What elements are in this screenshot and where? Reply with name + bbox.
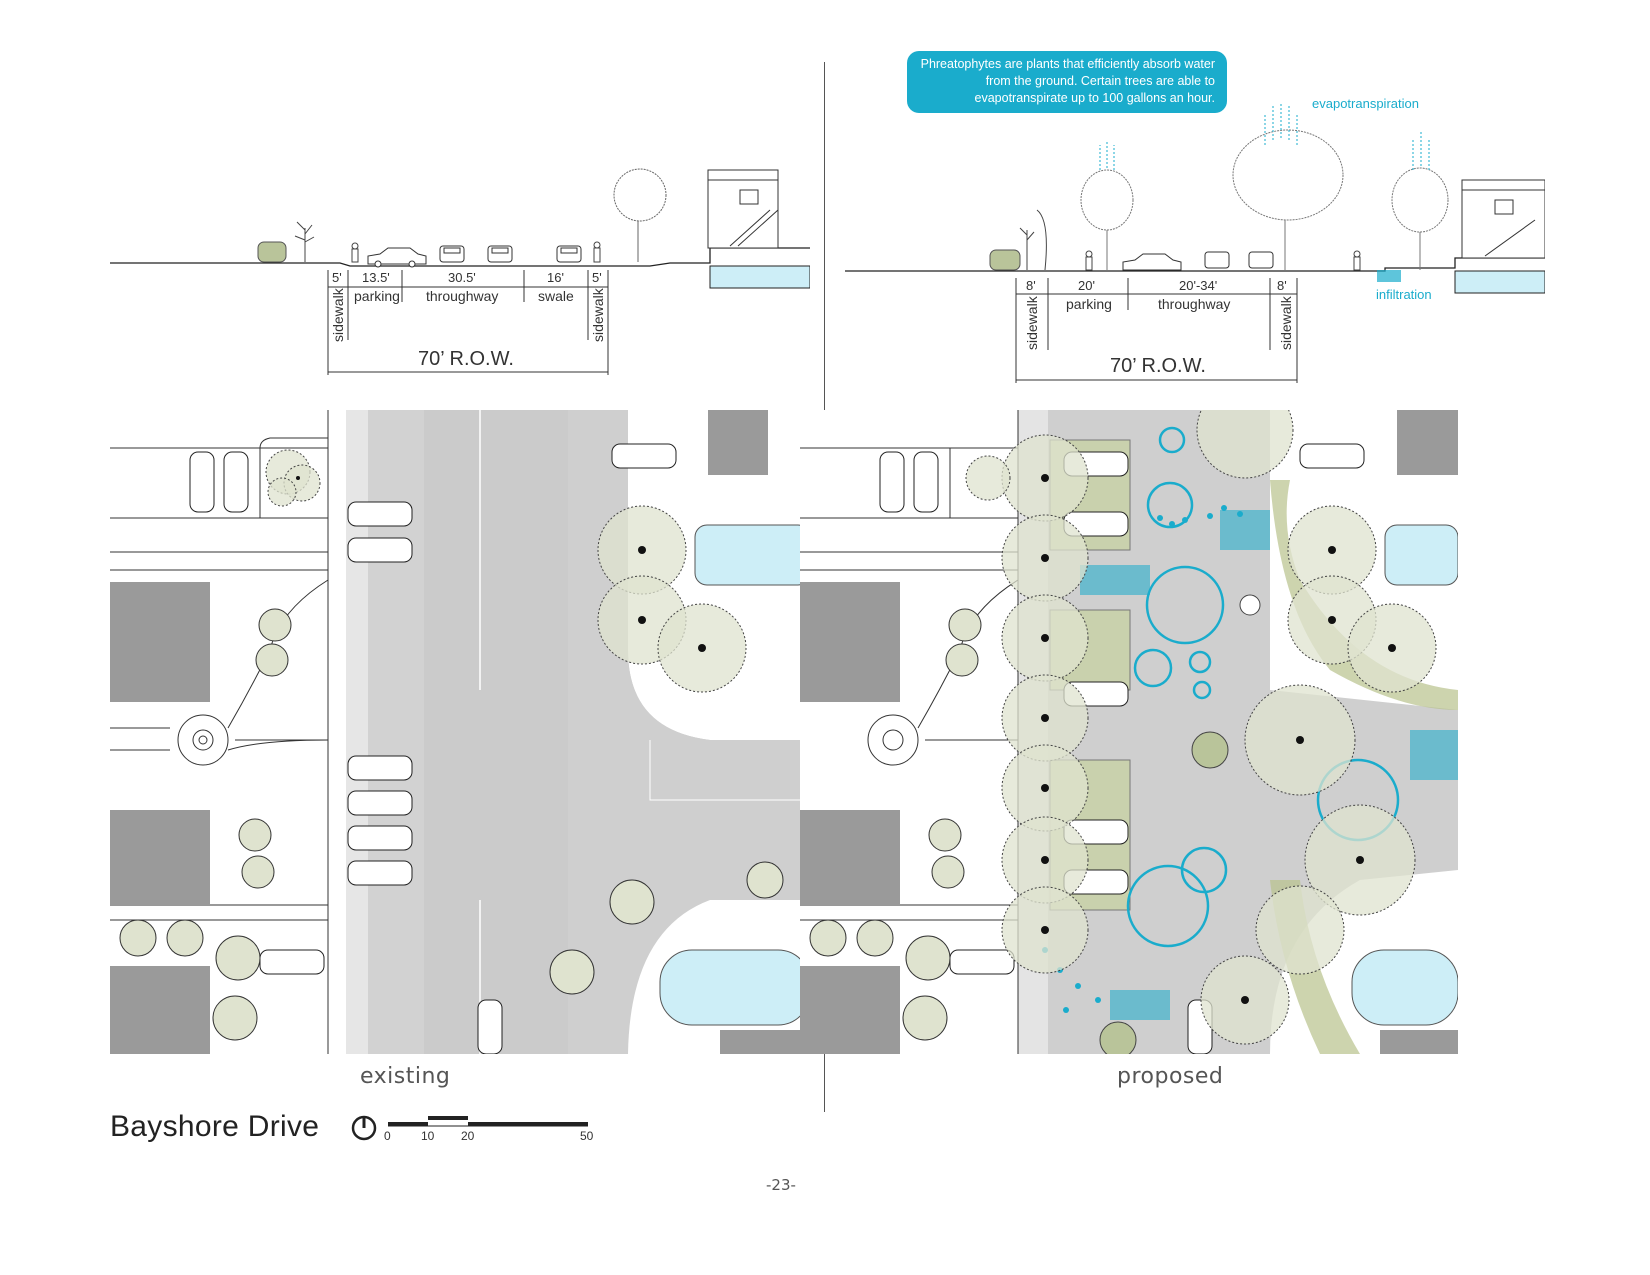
building <box>708 410 768 475</box>
pedestrian-icon <box>1085 250 1093 271</box>
seg-name: throughway <box>1158 296 1230 312</box>
palm-icons <box>809 608 982 1041</box>
house-icon <box>707 169 779 249</box>
proposed-section: 8' 20' 20'-34' 8' sidewalk parking throu… <box>845 102 1545 383</box>
scale-tick: 20 <box>461 1129 475 1143</box>
pool <box>659 949 810 1026</box>
seg-width: 13.5' <box>362 270 390 285</box>
row-label: 70’ R.O.W. <box>418 348 514 370</box>
small-tree-icons <box>1099 594 1261 1054</box>
pool <box>1351 949 1458 1026</box>
small-tree-icon <box>1019 209 1047 271</box>
car-icon <box>439 245 582 263</box>
building <box>110 966 210 1054</box>
seg-width: 5' <box>332 270 342 285</box>
evapotranspiration-label: evapotranspiration <box>1312 96 1419 111</box>
pool <box>694 524 810 586</box>
evapotranspiration-arrows <box>1099 102 1430 170</box>
page-number: -23- <box>766 1176 796 1194</box>
building <box>1380 1030 1458 1054</box>
seg-name: sidewalk <box>1278 295 1294 350</box>
building <box>1397 410 1458 475</box>
car-icon <box>1122 251 1274 271</box>
scale-tick: 50 <box>580 1129 594 1143</box>
building <box>800 810 900 905</box>
shrub-icon <box>257 241 287 263</box>
existing-plan <box>110 410 810 1054</box>
tree-icon <box>1232 129 1449 270</box>
small-tree-icon <box>294 221 315 262</box>
house-icon <box>1461 179 1545 259</box>
water-circles <box>1126 426 1400 948</box>
tree-icon <box>1080 169 1134 270</box>
infiltration-label: infiltration <box>1376 287 1432 302</box>
proposed-plan <box>800 410 1458 1054</box>
seg-name: throughway <box>426 288 498 304</box>
pedestrian-icon <box>593 241 601 263</box>
building <box>800 582 900 702</box>
seg-width: 20'-34' <box>1179 278 1217 293</box>
shrub-icon <box>989 249 1021 271</box>
seg-width: 20' <box>1078 278 1095 293</box>
seg-name: swale <box>538 288 574 304</box>
pedestrian-icon <box>1353 250 1361 271</box>
parked-cars <box>189 443 677 1054</box>
infiltration-icon <box>1377 270 1401 282</box>
palm-icons <box>119 608 784 1041</box>
existing-section: 5' 13.5' 30.5' 16' 5' sidewalk parking t… <box>110 168 810 375</box>
row-label: 70’ R.O.W. <box>1110 355 1206 377</box>
scale-bar: 0 10 20 50 <box>351 1115 594 1143</box>
seg-width: 16' <box>547 270 564 285</box>
seg-width: 8' <box>1026 278 1036 293</box>
north-arrow-icon <box>351 1115 377 1141</box>
existing-label: existing <box>360 1064 451 1089</box>
seg-name: parking <box>354 288 400 304</box>
scale-tick: 10 <box>421 1129 435 1143</box>
seg-name: parking <box>1066 296 1112 312</box>
seg-name: sidewalk <box>330 287 346 342</box>
phreatophyte-callout: Phreatophytes are plants that efficientl… <box>907 51 1227 113</box>
scale-tick: 0 <box>384 1129 391 1143</box>
building <box>110 582 210 702</box>
car-icon <box>367 247 427 268</box>
seg-width: 8' <box>1277 278 1287 293</box>
page-title: Bayshore Drive <box>110 1110 320 1143</box>
building <box>800 966 900 1054</box>
tree-icon <box>613 168 667 262</box>
proposed-label: proposed <box>1117 1064 1224 1089</box>
building <box>720 1030 810 1054</box>
seg-width: 30.5' <box>448 270 476 285</box>
seg-width: 5' <box>592 270 602 285</box>
pedestrian-icon <box>351 242 359 263</box>
seg-name: sidewalk <box>590 287 606 342</box>
water-hatch <box>1080 510 1458 1020</box>
pool <box>1384 524 1458 586</box>
seg-name: sidewalk <box>1024 295 1040 350</box>
building <box>110 810 210 905</box>
